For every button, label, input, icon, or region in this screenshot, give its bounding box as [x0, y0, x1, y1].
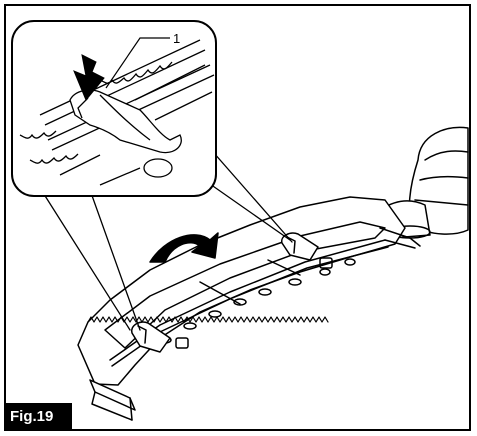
callout-leader-line — [105, 37, 170, 89]
inset-detail — [11, 20, 217, 197]
blade-assembly — [77, 196, 421, 421]
figure-label: Fig.19 — [4, 403, 72, 431]
rotate-arrow-icon — [149, 232, 219, 263]
push-arrow-icon — [73, 54, 105, 101]
callout-number: 1 — [173, 31, 181, 46]
blade-clip-left — [131, 321, 189, 353]
